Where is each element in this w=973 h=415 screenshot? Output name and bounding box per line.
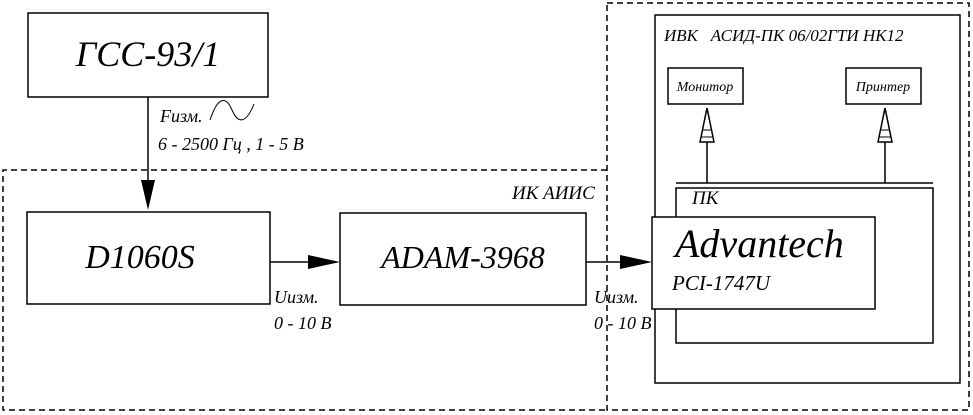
- arrowhead-pk-to-printer: [877, 107, 893, 143]
- u-range-label-1: 0 - 10 В: [274, 313, 332, 333]
- monitor-box: [667, 67, 744, 105]
- d1060s-label: D1060S: [84, 239, 195, 276]
- pci-card-label: PCI-1747U: [671, 271, 772, 295]
- arrowhead-adam-to-advantech: [620, 255, 652, 269]
- ik-aiis-boundary: [2, 169, 607, 411]
- generator-box: [27, 12, 269, 98]
- generator-label: ГСС-93/1: [75, 34, 221, 74]
- arrowhead-gen-to-d1060s: [141, 180, 155, 210]
- pk-label: ПК: [691, 188, 720, 209]
- f-meas-label: Fизм.: [159, 106, 203, 126]
- adam-label: ADAM-3968: [379, 239, 545, 275]
- advantech-label: Advantech: [672, 221, 844, 266]
- u-meas-label-1: Uизм.: [274, 287, 319, 307]
- ivk-inner-box: [654, 14, 961, 384]
- printer-label: Принтер: [855, 80, 910, 95]
- ivk-title: ИВК АСИД-ПК 06/02ГТИ НК12: [663, 26, 904, 45]
- advantech-box: [651, 216, 876, 310]
- u-meas-label-2: Uизм.: [594, 287, 639, 307]
- u-range-label-2: 0 - 10 В: [594, 313, 652, 333]
- d1060s-box: [26, 211, 271, 305]
- ik-aiis-label: ИК АИИС: [511, 183, 595, 204]
- sine-wave-icon: [209, 100, 255, 121]
- f-range-label: 6 - 2500 Гц , 1 - 5 В: [158, 134, 304, 154]
- ivk-boundary: [606, 2, 970, 411]
- arrowhead-d1060s-to-adam: [308, 255, 340, 269]
- monitor-label: Монитор: [676, 80, 734, 95]
- adam-box: [339, 212, 587, 306]
- printer-box: [845, 67, 922, 105]
- arrowhead-pk-to-monitor: [699, 107, 715, 143]
